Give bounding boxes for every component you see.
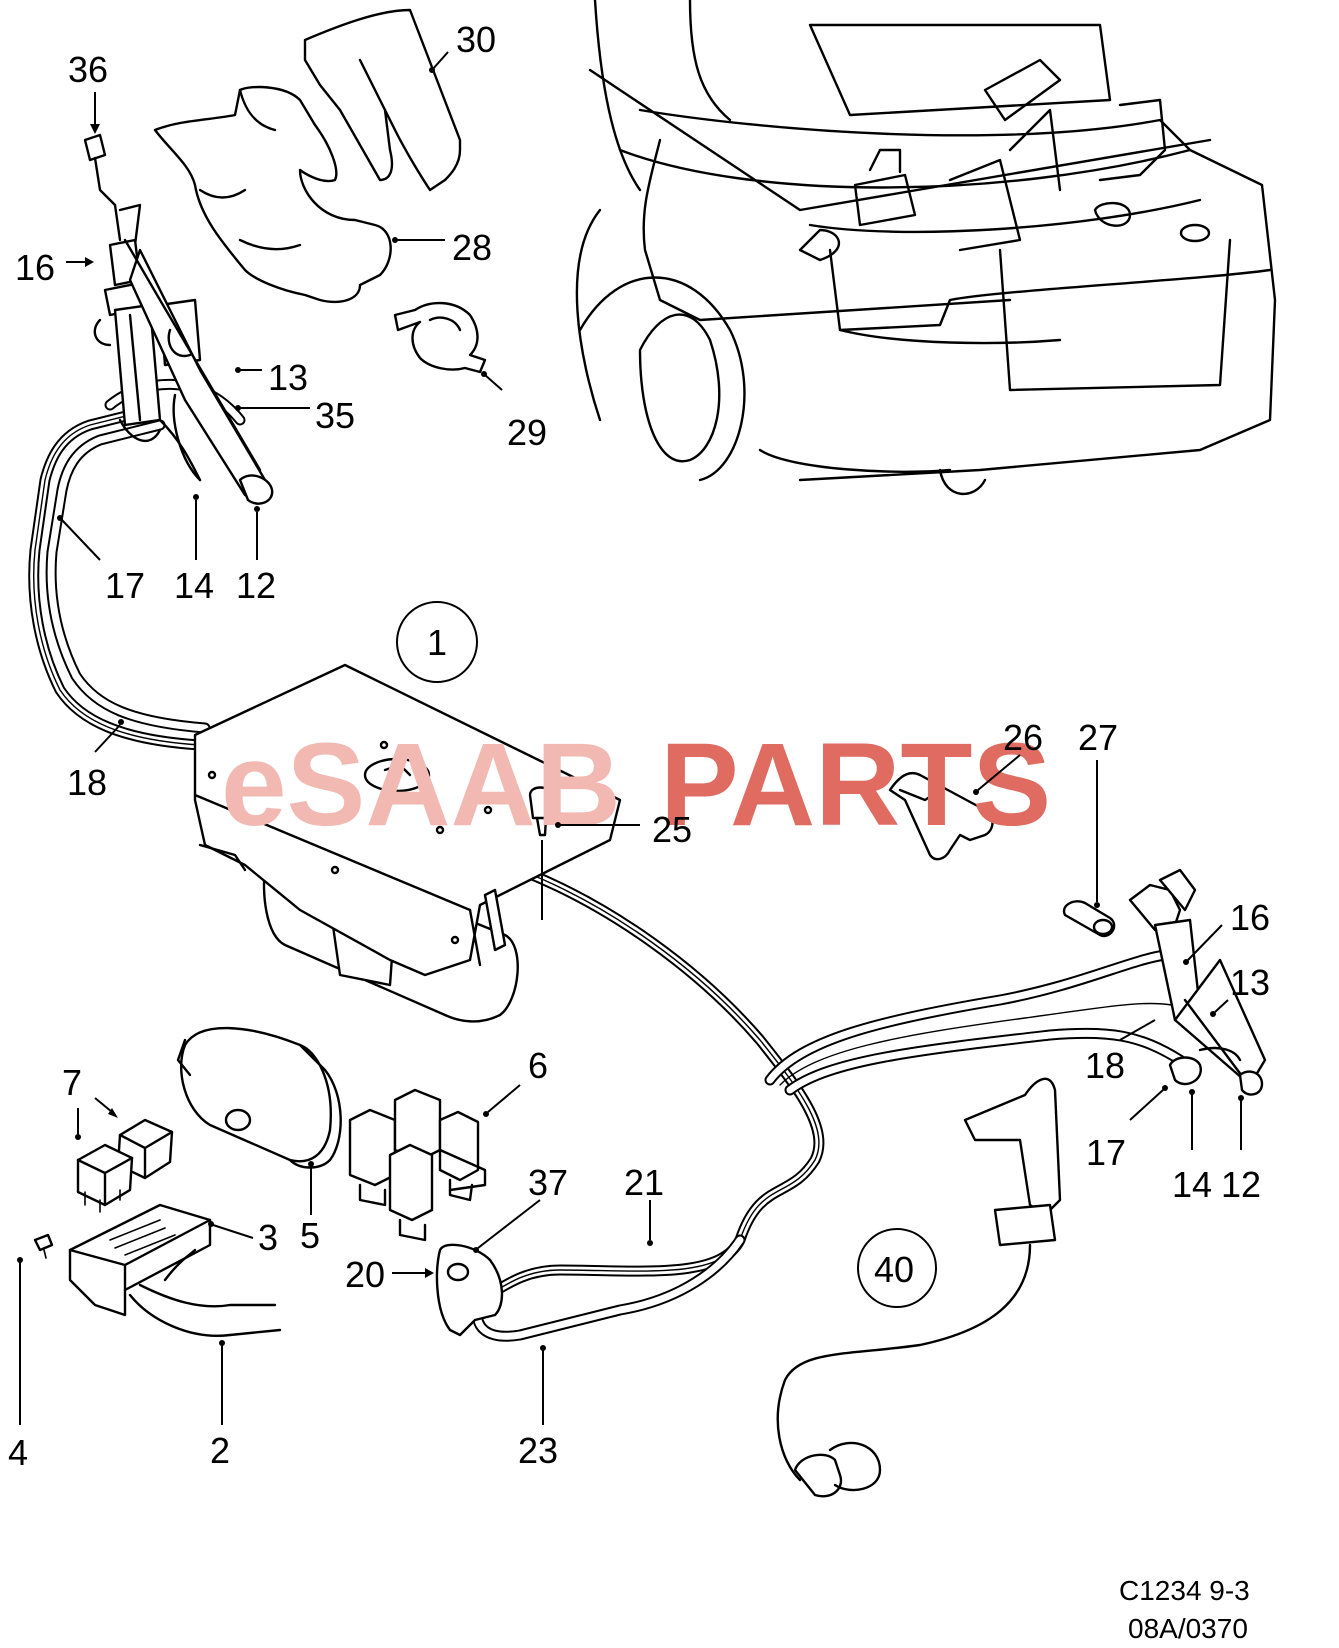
callout-5: 5 — [300, 1215, 320, 1256]
callout-3: 3 — [258, 1217, 278, 1258]
callout-36: 36 — [68, 49, 108, 90]
car-rear-illustration — [575, 0, 1277, 495]
callout-23: 23 — [518, 1430, 558, 1471]
cover-bag-28 — [153, 85, 392, 304]
callout-labels: 36 30 28 16 13 35 29 17 14 12 1 18 26 27… — [8, 19, 1270, 1473]
callout-17-left: 17 — [105, 565, 145, 606]
callout-30: 30 — [456, 19, 496, 60]
callout-18-left: 18 — [67, 762, 107, 803]
callout-25: 25 — [652, 809, 692, 850]
callout-27: 27 — [1078, 717, 1118, 758]
callout-18-right: 18 — [1085, 1045, 1125, 1086]
callout-13-left: 13 — [268, 357, 308, 398]
callout-circle-1 — [396, 601, 478, 683]
callout-16-right: 16 — [1230, 897, 1270, 938]
relays-7 — [76, 1118, 174, 1213]
callout-26: 26 — [1003, 717, 1043, 758]
watermark-suffix: PARTS — [660, 719, 1051, 851]
clip-29 — [393, 301, 487, 374]
hydraulic-unit-1 — [193, 663, 622, 1023]
callout-6: 6 — [528, 1045, 548, 1086]
switch-20 — [435, 1243, 504, 1337]
callout-14-left: 14 — [174, 565, 214, 606]
callout-circle-40 — [857, 1228, 937, 1308]
callout-12-right: 12 — [1221, 1164, 1261, 1205]
callout-2: 2 — [210, 1430, 230, 1471]
callout-37: 37 — [528, 1162, 568, 1203]
drawing-code-line2: 08A/0370 — [1128, 1613, 1248, 1644]
canister-5 — [176, 1026, 342, 1169]
valves-6 — [348, 1088, 487, 1242]
callout-13-right: 13 — [1230, 962, 1270, 1003]
callout-28: 28 — [452, 227, 492, 268]
callout-35: 35 — [315, 395, 355, 436]
callout-40: 40 — [874, 1249, 914, 1290]
leader-lines — [17, 51, 1244, 1425]
cover-sheet-30 — [303, 8, 462, 192]
callout-29: 29 — [507, 412, 547, 453]
component-27 — [1062, 900, 1116, 938]
cable-assembly-40 — [776, 1077, 1062, 1498]
clip-4 — [33, 1233, 54, 1259]
callout-14-right: 14 — [1172, 1164, 1212, 1205]
component-26 — [888, 771, 994, 861]
callout-12-left: 12 — [236, 565, 276, 606]
callout-4: 4 — [8, 1432, 28, 1473]
watermark-prefix: eSAAB — [221, 719, 621, 851]
callout-21: 21 — [624, 1162, 664, 1203]
callout-7: 7 — [62, 1062, 82, 1103]
fuse-box-3 — [68, 1203, 282, 1337]
hose-bundle — [28, 378, 1186, 1342]
callout-1: 1 — [427, 622, 447, 663]
callout-17-right: 17 — [1086, 1132, 1126, 1173]
drawing-code-line1: C1234 9-3 — [1119, 1575, 1250, 1606]
callout-20: 20 — [345, 1254, 385, 1295]
right-hydraulic-cylinder — [1128, 868, 1267, 1096]
callout-16-left: 16 — [15, 247, 55, 288]
left-hydraulic-cylinder — [83, 133, 274, 505]
